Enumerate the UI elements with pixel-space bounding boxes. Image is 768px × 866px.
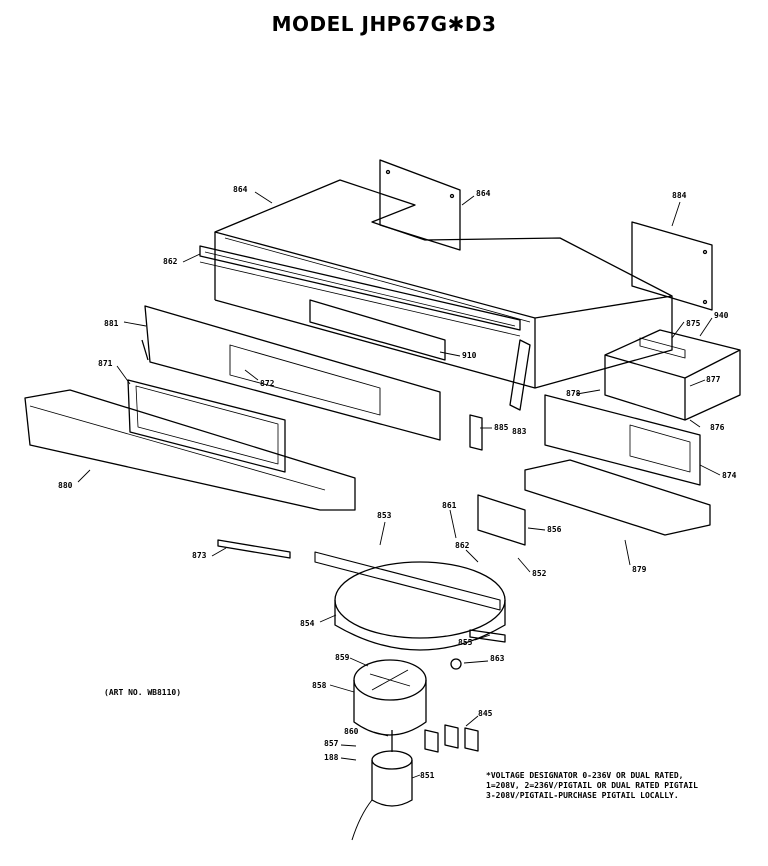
voltage-note: *VOLTAGE DESIGNATOR 0-236V OR DUAL RATED… [486,771,756,801]
art-number: (ART NO. WB8110) [104,688,182,697]
part-label-910: 910 [462,351,477,360]
capacitor-clips [424,724,479,753]
note-line-1: *VOLTAGE DESIGNATOR 0-236V OR DUAL RATED… [486,771,684,780]
part-label-880: 880 [58,481,73,490]
lower-panel [544,394,701,486]
top-housing [214,179,673,389]
part-label-859: 859 [335,653,350,662]
inner-panel [141,305,441,441]
note-line-3: 3-208V/PIGTAIL-PURCHASE PIGTAIL LOCALLY. [486,791,679,800]
front-panel [24,389,356,511]
fan-housing [314,551,506,651]
bottom-tray [524,459,711,536]
part-label-856: 856 [547,525,562,534]
bracket-910 [309,299,446,361]
note-line-2: 1=208V, 2=236V/PIGTAIL OR DUAL RATED PIG… [486,781,698,790]
part-label-873: 873 [192,551,207,560]
part-label-884: 884 [672,191,687,200]
part-label-851: 851 [420,771,435,780]
front-rail [199,245,521,337]
part-label-857: 857 [324,739,339,748]
part-label-878: 878 [566,389,581,398]
motor [351,730,413,841]
part-label-940: 940 [714,311,729,320]
part-label-876: 876 [710,423,725,432]
part-label-862a: 862 [163,257,178,266]
part-label-858: 858 [312,681,327,690]
strip-883 [509,339,531,411]
part-label-864b: 864 [476,189,491,198]
part-label-872: 872 [260,379,275,388]
part-label-862b: 862 [455,541,470,550]
part-label-875: 875 [686,319,701,328]
part-label-854: 854 [300,619,315,628]
bracket-885 [469,414,483,451]
grille-frame [127,379,286,473]
part-863 [450,658,462,670]
plate-856 [477,494,526,546]
part-label-885: 885 [494,423,509,432]
diagram-title: MODEL JHP67G✱D3 [271,12,497,36]
part-label-861: 861 [442,501,457,510]
side-panel [631,221,713,311]
part-label-879: 879 [632,565,647,574]
part-label-863: 863 [490,654,505,663]
leader-lines [77,191,721,779]
part-label-881: 881 [104,319,119,328]
back-panel [379,159,461,251]
part-label-852: 852 [532,569,547,578]
damper-box [604,329,741,421]
part-label-864a: 864 [233,185,248,194]
part-label-188: 188 [324,753,339,762]
blower-wheel [353,659,427,736]
part-873 [217,539,291,559]
part-label-845: 845 [478,709,493,718]
part-label-877: 877 [706,375,721,384]
part-label-853: 853 [377,511,392,520]
part-label-855: 855 [458,638,473,647]
part-855 [469,629,506,643]
part-label-883: 883 [512,427,527,436]
part-label-874: 874 [722,471,737,480]
part-label-860: 860 [344,727,359,736]
part-label-871: 871 [98,359,113,368]
